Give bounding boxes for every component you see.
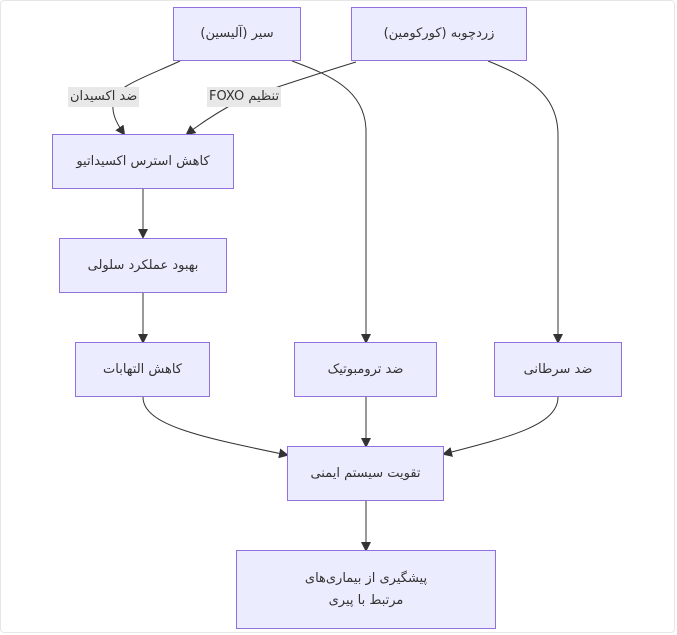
edge-label-foxo: تنظیم FOXO	[207, 87, 282, 107]
node-aging: پیشگیری از بیماری‌های مرتبط با پیری	[236, 550, 496, 629]
node-anticancer: ضد سرطانی	[494, 342, 622, 397]
node-immune: تقویت سیستم ایمنی	[287, 446, 444, 501]
edge-label-antioxidant: ضد اکسیدان	[68, 87, 140, 107]
node-cell-function: بهبود عملکرد سلولی	[59, 238, 227, 293]
node-inflammation: کاهش التهابات	[75, 342, 210, 397]
node-antithrombotic: ضد ترومبوتیک	[294, 342, 437, 397]
node-turmeric: زردچوبه (کورکومین)	[351, 7, 527, 61]
edge-anticancer-to-immune	[442, 396, 559, 457]
node-garlic: سیر (آلیسین)	[173, 7, 301, 61]
edge-turmeric-to-anticancer	[487, 60, 563, 344]
edge-garlic-to-antithrombotic	[291, 60, 371, 344]
edge-inflammation-to-immune	[142, 396, 289, 459]
node-oxidative-stress: کاهش استرس اکسیداتیو	[52, 134, 234, 189]
